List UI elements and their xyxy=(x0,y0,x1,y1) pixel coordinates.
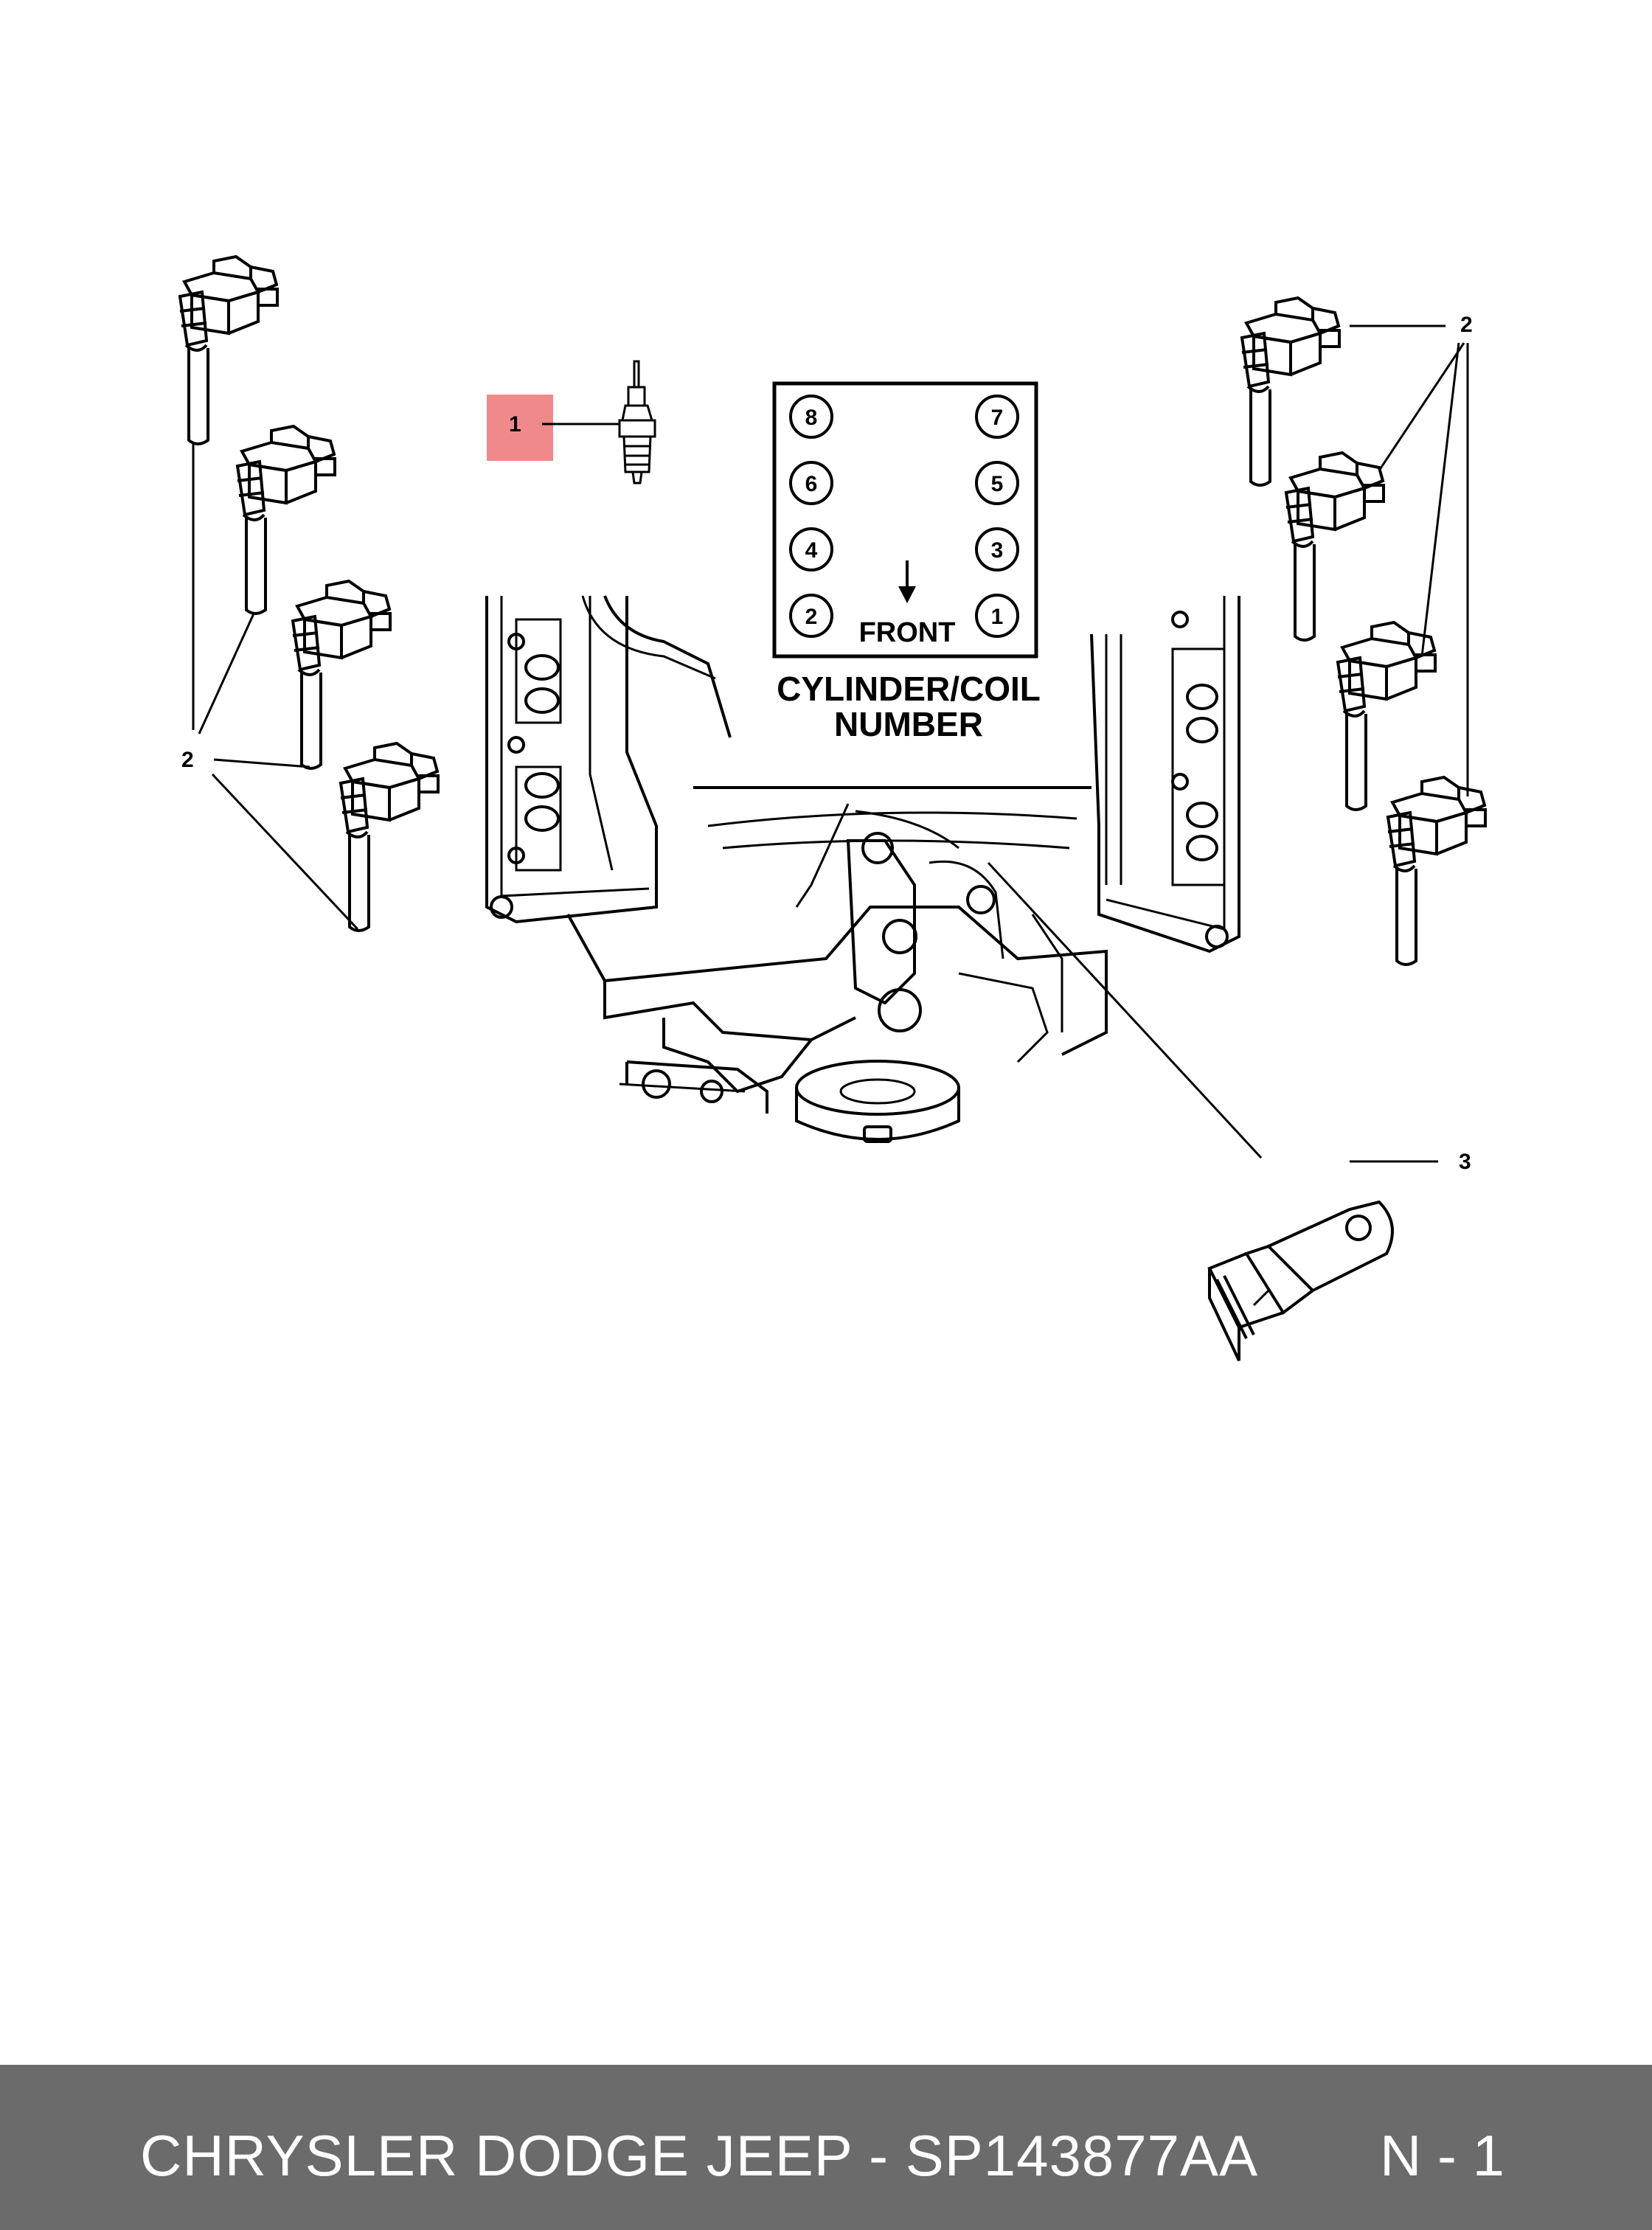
coil-right-leaders xyxy=(1350,324,1469,796)
spark-plug-drawing xyxy=(618,360,656,484)
cylinder-6: 6 xyxy=(805,472,818,496)
cylinder-coil-box: 8 7 6 5 4 3 2 1 FRONT CYLINDER/COIL NUMB… xyxy=(772,381,1041,743)
cylinder-2: 2 xyxy=(805,605,818,629)
front-arrow-icon xyxy=(898,560,916,603)
cylinder-8: 8 xyxy=(805,406,818,430)
cylinder-5: 5 xyxy=(991,472,1004,496)
footer-title: CHRYSLER DODGE JEEP - SP143877AA xyxy=(140,2123,1259,2188)
footer-page-number: N - 1 xyxy=(1379,2123,1504,2188)
callout-1-label: 1 xyxy=(509,412,521,437)
coil-left-leaders xyxy=(192,442,359,931)
front-label: FRONT xyxy=(859,617,956,648)
coil-right-group xyxy=(1240,296,1487,966)
footer-bar xyxy=(0,2065,1652,2230)
callout-2-right: 2 xyxy=(1460,313,1473,337)
cylinder-caption-line2: NUMBER xyxy=(834,705,983,743)
engine-block xyxy=(485,595,1240,1143)
callout-3-label: 3 xyxy=(1459,1150,1471,1174)
cylinder-7: 7 xyxy=(991,406,1004,430)
coil-left-group xyxy=(178,255,440,932)
parts-diagram: 1 8 7 6 5 4 3 2 1 FRONT CYLINDER/COIL NU… xyxy=(178,255,1487,1361)
sensor-drawing xyxy=(1207,1200,1394,1361)
cylinder-3: 3 xyxy=(991,538,1004,563)
cylinder-4: 4 xyxy=(805,538,818,563)
callout-1-highlight xyxy=(487,395,553,461)
cylinder-caption-line1: CYLINDER/COIL xyxy=(777,670,1041,708)
cylinder-1: 1 xyxy=(991,605,1004,629)
callout-2-left: 2 xyxy=(181,748,194,772)
